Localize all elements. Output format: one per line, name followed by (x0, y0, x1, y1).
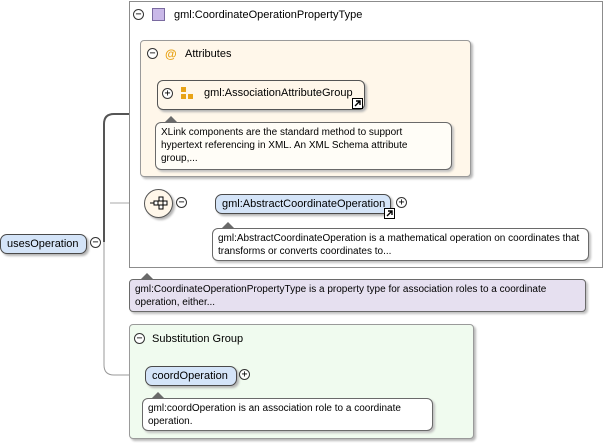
sequence-compositor[interactable] (144, 189, 173, 218)
connector-type (103, 113, 160, 242)
root-collapse-toggle[interactable]: − (90, 237, 101, 248)
abstract-operation-doc: gml:AbstractCoordinateOperation is a mat… (212, 228, 589, 261)
complex-type-icon (152, 8, 165, 21)
abstract-doc-pointer (222, 222, 234, 228)
coord-operation-doc: gml:coordOperation is an association rol… (142, 398, 433, 431)
abstract-coordinate-operation-label: gml:AbstractCoordinateOperation (222, 198, 386, 210)
attributes-collapse-toggle[interactable]: − (147, 48, 158, 59)
attribute-group-icon (181, 87, 195, 101)
connector-substitution (103, 242, 146, 376)
attribute-group-expand-toggle[interactable]: + (162, 88, 173, 99)
root-element-node[interactable]: usesOperation (0, 234, 87, 254)
coord-operation-label: coordOperation (152, 370, 228, 382)
attributes-title: Attributes (185, 48, 232, 60)
substitution-group-title: Substitution Group (152, 333, 244, 345)
type-doc-pointer (141, 273, 153, 279)
sequence-icon (150, 196, 168, 210)
type-doc: gml:CoordinateOperationPropertyType is a… (129, 279, 586, 312)
at-sign-icon: @ (165, 47, 177, 61)
attribute-group-doc: XLink components are the standard method… (155, 122, 452, 170)
abstract-coordinate-operation-node[interactable]: gml:AbstractCoordinateOperation (215, 194, 391, 214)
coord-operation-expand-toggle[interactable]: + (239, 369, 250, 380)
attribute-group-label: gml:AssociationAttributeGroup (204, 87, 353, 99)
type-collapse-toggle[interactable]: − (133, 9, 144, 20)
substitution-collapse-toggle[interactable]: − (134, 333, 145, 344)
type-panel-title: gml:CoordinateOperationPropertyType (174, 9, 363, 21)
coord-operation-node[interactable]: coordOperation (145, 366, 237, 386)
root-element-label: usesOperation (7, 238, 79, 250)
abstract-operation-expand-toggle[interactable]: + (396, 197, 407, 208)
sequence-collapse-toggle[interactable]: − (176, 197, 187, 208)
coord-doc-pointer (152, 392, 164, 398)
attribute-group-reference-icon[interactable] (352, 98, 363, 109)
attribute-doc-pointer (165, 116, 177, 122)
abstract-operation-reference-icon[interactable] (384, 208, 395, 219)
